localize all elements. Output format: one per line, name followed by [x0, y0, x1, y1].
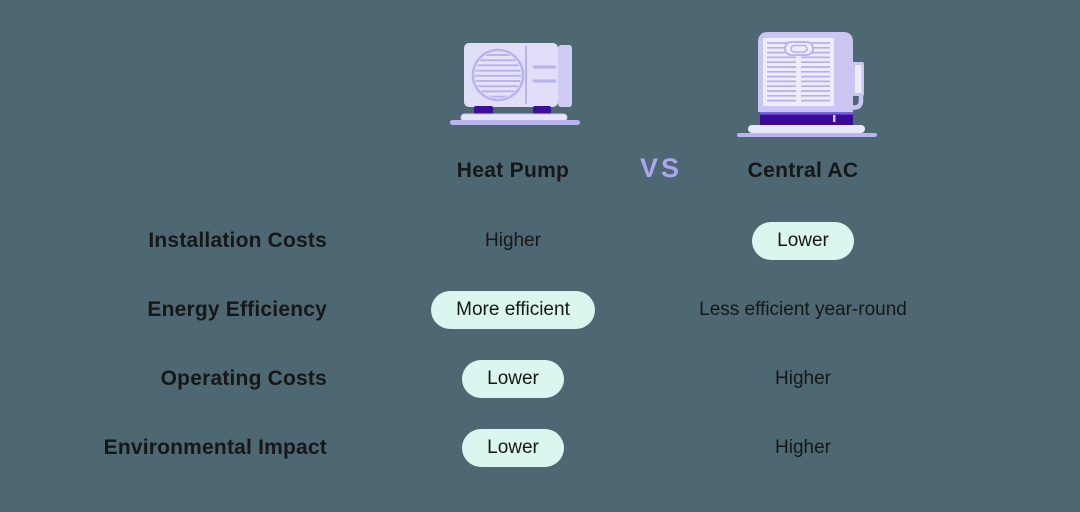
central-ac-value: Less efficient year-round: [699, 299, 907, 320]
table-row-energy-efficiency: Energy Efficiency More efficient Less ef…: [0, 290, 1080, 330]
heat-pump-value: More efficient: [431, 291, 595, 329]
central-ac-cell: Higher: [653, 428, 953, 468]
central-ac-value: Higher: [775, 437, 831, 458]
heat-pump-value: Higher: [485, 230, 541, 251]
heat-pump-cell: More efficient: [388, 290, 638, 330]
heat-pump-value: Lower: [462, 429, 564, 467]
heat-pump-value: Lower: [462, 360, 564, 398]
central-ac-cell: Higher: [653, 359, 953, 399]
row-label: Installation Costs: [148, 229, 327, 252]
column-header-central-ac: Central AC: [747, 159, 859, 182]
heat-pump-outdoor-unit-icon: [450, 43, 580, 125]
vs-label: VS: [639, 152, 683, 183]
heat-pump-cell: Lower: [388, 428, 638, 468]
row-label: Energy Efficiency: [147, 298, 327, 321]
table-row-environmental-impact: Environmental Impact Lower Higher: [0, 428, 1080, 468]
central-ac-illustration: [737, 24, 877, 137]
table-row-installation-costs: Installation Costs Higher Lower: [0, 221, 1080, 261]
table-row-operating-costs: Operating Costs Lower Higher: [0, 359, 1080, 399]
row-label: Operating Costs: [160, 367, 327, 390]
heat-pump-cell: Lower: [388, 359, 638, 399]
central-ac-value: Higher: [775, 368, 831, 389]
heat-pump-cell: Higher: [388, 221, 638, 261]
central-ac-value: Lower: [752, 222, 854, 260]
central-ac-cell: Lower: [653, 221, 953, 261]
heat-pump-illustration: [447, 28, 583, 125]
column-header-heat-pump: Heat Pump: [456, 159, 570, 182]
row-label: Environmental Impact: [103, 436, 327, 459]
central-ac-unit-icon: [737, 32, 877, 137]
central-ac-cell: Less efficient year-round: [653, 290, 953, 330]
